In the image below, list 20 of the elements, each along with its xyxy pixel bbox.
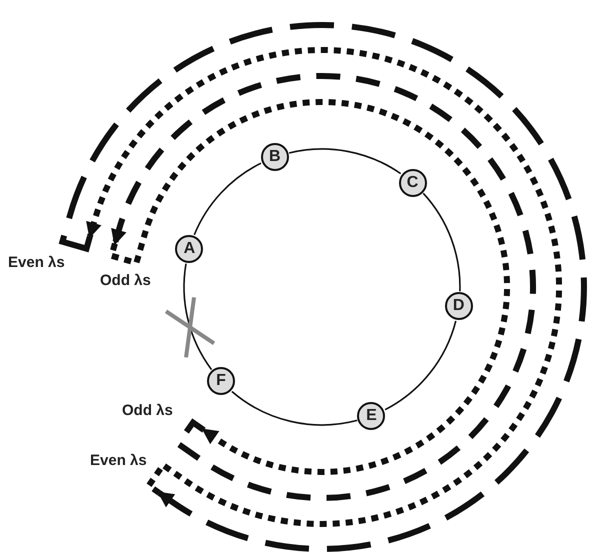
- lightpath-arrow: [86, 47, 562, 527]
- wavelength-label: Odd λs: [122, 402, 173, 419]
- ring-node: F: [207, 367, 236, 396]
- ring-link: [422, 192, 461, 292]
- lightpath-arrow: [108, 99, 510, 475]
- ring-node: E: [357, 402, 386, 430]
- ring-node: D: [444, 292, 473, 320]
- lightpath-arrow: [59, 22, 587, 552]
- ring-link: [231, 390, 358, 426]
- ring-link: [288, 148, 402, 174]
- ring-link: [183, 264, 212, 370]
- wavelength-label: Even λs: [90, 452, 147, 469]
- ring-link: [384, 320, 457, 410]
- wavelength-label: Even λs: [8, 254, 65, 271]
- ring-link: [194, 162, 262, 236]
- ring-node: C: [398, 168, 427, 197]
- lightpath-arrow: [111, 73, 536, 501]
- wavelength-label: Odd λs: [100, 272, 151, 289]
- ring-node: B: [260, 143, 289, 172]
- ring-node: A: [175, 234, 204, 263]
